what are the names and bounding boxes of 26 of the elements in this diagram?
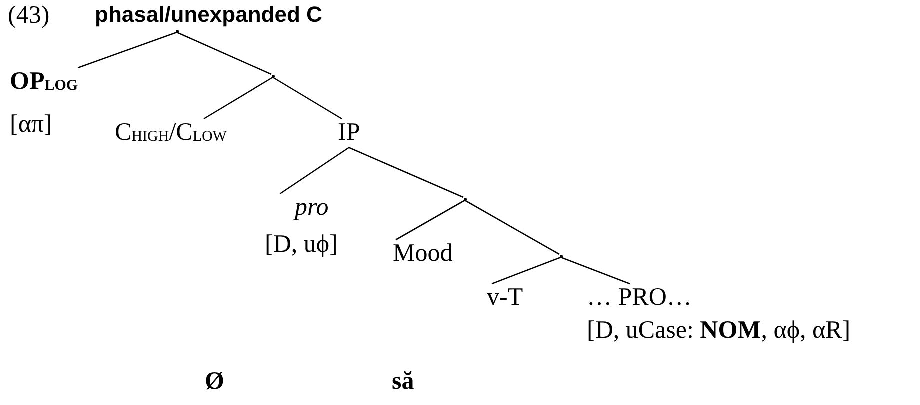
branch-line	[280, 147, 350, 195]
branch-line	[492, 256, 562, 285]
category-label: Mood	[393, 240, 453, 269]
branch-line	[272, 76, 342, 120]
category-label: … PRO…	[587, 284, 693, 313]
null-morpheme-label: Ø	[205, 368, 224, 396]
branch-line	[396, 200, 466, 241]
branch-line	[204, 76, 274, 120]
branch-line	[464, 200, 560, 256]
branch-point	[176, 30, 178, 32]
heading: phasal/unexpanded C	[95, 2, 322, 28]
feature-label: [απ]	[10, 110, 54, 140]
branch-line	[560, 256, 630, 285]
pronoun-label: pro	[292, 194, 330, 223]
feature-label: [D, uϕ]	[265, 230, 338, 260]
branch-point	[464, 198, 466, 200]
branch-point	[272, 74, 274, 78]
feature-label: [D, uCase: NOM, αϕ, αR]	[587, 316, 851, 346]
branch-point	[560, 254, 562, 258]
particle-label: să	[392, 368, 414, 396]
branch-line	[176, 32, 272, 76]
branch-line	[348, 147, 464, 198]
category-label: IP	[338, 119, 360, 148]
branch-line	[78, 32, 178, 69]
category-label: v-T	[487, 284, 524, 313]
example-number: (43)	[8, 2, 50, 30]
